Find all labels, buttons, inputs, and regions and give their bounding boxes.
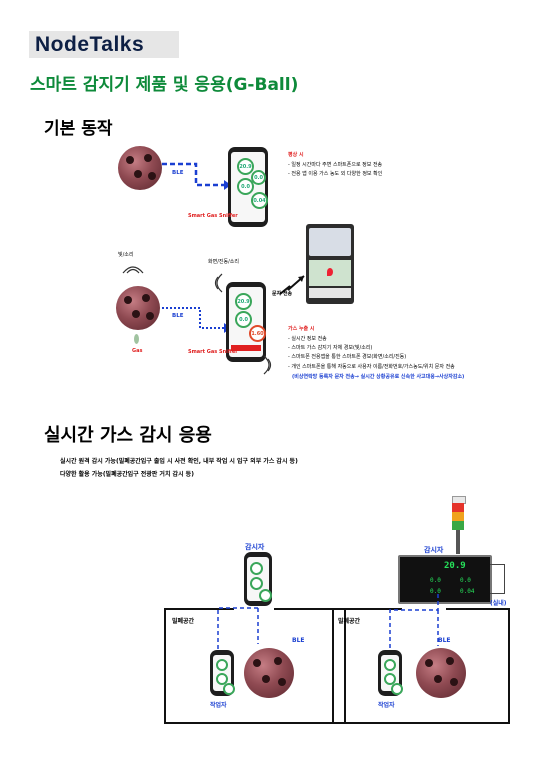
leak-note: (비상연락망 등록자 문자 전송→ 실시간 상황공유로 신속한 사고대응→사상자… — [292, 374, 465, 380]
display-value: 0.0 — [430, 588, 441, 595]
realtime-line: 실시간 원격 감시 가능(밀폐공간입구 출입 시 사전 확인, 내부 작업 시 … — [60, 458, 298, 465]
lightning-icon — [279, 275, 305, 295]
ble-label-right: BLE — [438, 637, 451, 644]
smartphone-alert: 20.9 0.0 1.60 — [226, 282, 266, 362]
ble-arrow-top — [162, 162, 231, 190]
confined-space-left — [164, 608, 346, 724]
confined-space-label-right: 밀폐공간 — [338, 618, 361, 625]
realtime-title: 실시간 가스 감시 응용 — [44, 425, 212, 446]
ble-link-left — [217, 607, 259, 658]
supervisor-label-left: 감시자 — [245, 543, 265, 551]
led-display-board: 20.9 0.0 0.0 0.0 0.04 — [398, 555, 492, 604]
worker-phone-left — [210, 650, 235, 696]
supervisor-phone-left — [244, 552, 272, 606]
gas-ball-device-right — [416, 648, 466, 698]
supervisor-label-right: 감시자 — [424, 546, 444, 554]
worker-phone-right — [378, 650, 403, 696]
indoor-label: (실내) — [490, 600, 507, 607]
realtime-line: 다양한 활용 가능(밀폐공간입구 전광판 거치 감시 등) — [60, 471, 194, 478]
light-sound-label: 빛/소리 — [118, 252, 134, 258]
worker-label-right: 작업자 — [378, 702, 395, 709]
display-value: 0.0 — [460, 577, 471, 584]
normal-item: - 일정 시간마다 주변 스마트폰으로 정보 전송 — [288, 162, 383, 168]
signal-waves-icon — [122, 266, 144, 274]
display-value: 0.04 — [460, 588, 475, 595]
normal-heading: 평상 시 — [288, 152, 304, 158]
ble-link-right — [389, 594, 439, 658]
ble-label-top: BLE — [172, 170, 184, 176]
screen-vibration-sound-label: 화면/진동/소리 — [208, 259, 239, 265]
sniffer-label-top: Smart Gas Sniffer — [188, 213, 238, 219]
sms-label: 문자 전송 — [272, 291, 293, 297]
basic-operation-panel: 기본 동작 BLE 20.9 0.0 0.04 0.0 Smart Gas Sn… — [38, 104, 524, 389]
ble-label-left: BLE — [292, 637, 305, 644]
confined-space-right — [332, 608, 510, 724]
logo-text: NodeTalks — [35, 33, 145, 56]
vibration-waves-icon — [214, 273, 223, 293]
ble-label-bottom: BLE — [172, 313, 184, 319]
leak-item: - 개인 스마트폰을 통해 자동으로 사용자 이름/전화번호/가스농도/위치 문… — [288, 364, 455, 370]
gas-ball-device-left — [244, 648, 294, 698]
gas-cloud-icon — [134, 334, 139, 344]
leak-heading: 가스 누출 시 — [288, 326, 315, 332]
realtime-monitoring-panel: 실시간 가스 감시 응용 실시간 원격 감시 가능(밀폐공간입구 출입 시 사전… — [38, 412, 524, 732]
display-value-o2: 20.9 — [444, 561, 466, 571]
sniffer-label-bottom: Smart Gas Sniffer — [188, 349, 238, 355]
leak-item: - 실시간 정보 전송 — [288, 336, 327, 342]
sms-screenshot — [306, 224, 354, 304]
page-title: 스마트 감지기 제품 및 응용(G-Ball) — [30, 75, 299, 95]
leak-item: - 스마트폰 전용앱을 통한 스마트폰 경보(화면/소리/진동) — [288, 354, 407, 360]
gas-label: Gas — [132, 348, 143, 354]
display-value: 0.0 — [430, 577, 441, 584]
smartphone-top: 20.9 0.0 0.04 0.0 — [228, 147, 268, 227]
logo: NodeTalks — [29, 31, 179, 58]
normal-item: - 전용 앱 이용 가스 농도 외 다양한 정보 확인 — [288, 171, 383, 177]
gas-ball-device — [118, 146, 162, 190]
leak-item: - 스마트 가스 감지기 자체 경보(빛/소리) — [288, 345, 373, 351]
vibration-waves-icon — [263, 355, 272, 375]
gas-ball-device-alarm — [116, 286, 160, 330]
ble-arrow-bottom — [162, 307, 231, 333]
confined-space-label-left: 밀폐공간 — [172, 618, 195, 625]
worker-label-left: 작업자 — [210, 702, 227, 709]
basic-operation-title: 기본 동작 — [44, 119, 113, 139]
